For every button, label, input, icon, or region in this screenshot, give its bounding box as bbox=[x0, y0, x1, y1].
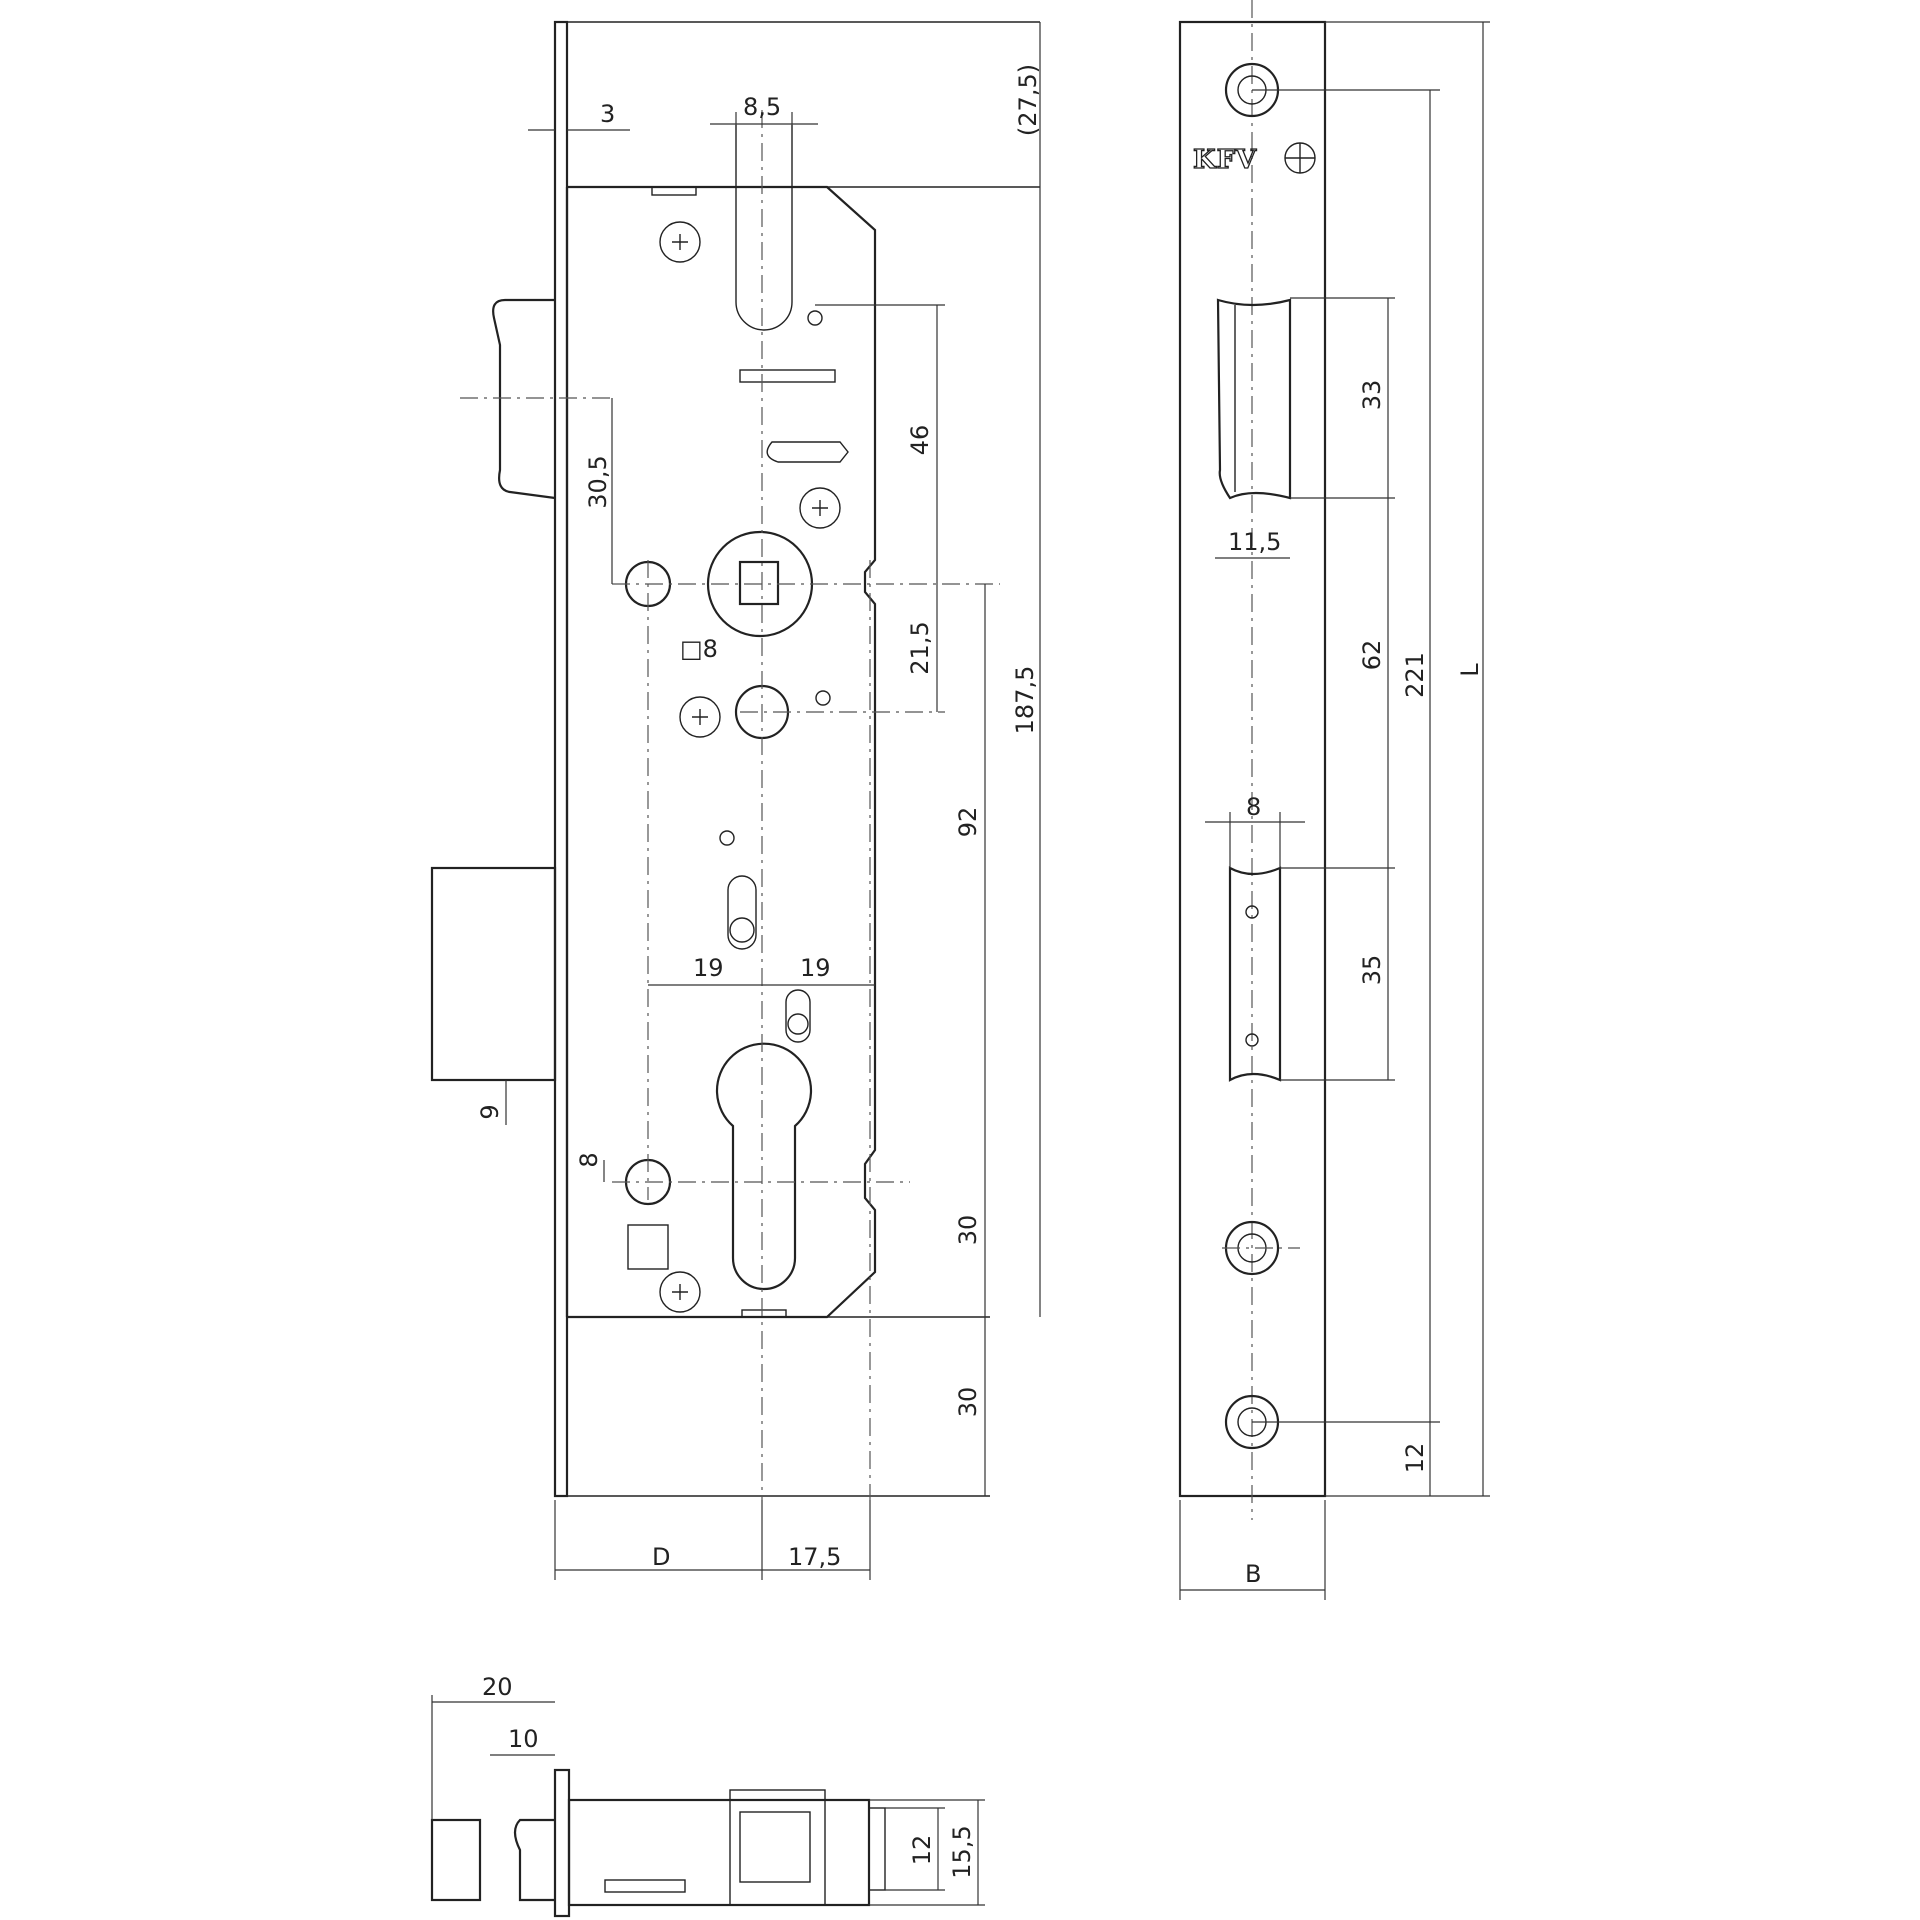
front-view: 3 8,5 (27,5) 30,5 46 21,5 □8 187,5 92 19… bbox=[430, 20, 1042, 1580]
dim-label: 92 bbox=[954, 807, 982, 838]
screw-icon bbox=[659, 1271, 701, 1313]
dim-label: 19 bbox=[693, 954, 724, 982]
follower-slot bbox=[735, 125, 793, 331]
dim-label: 62 bbox=[1358, 640, 1386, 671]
side-bolt bbox=[430, 1818, 482, 1902]
crosshair-icon bbox=[1284, 142, 1316, 174]
dim-label: 19 bbox=[800, 954, 831, 982]
screw-icon bbox=[799, 487, 841, 529]
dim-label: 21,5 bbox=[906, 621, 934, 674]
dim-label: 8,5 bbox=[743, 93, 781, 121]
side-case bbox=[567, 1798, 871, 1907]
slot bbox=[785, 989, 811, 1043]
bolt-pin bbox=[1245, 1033, 1259, 1047]
side-step bbox=[868, 1807, 886, 1891]
dim-label: 30 bbox=[954, 1387, 982, 1418]
screw-icon bbox=[659, 221, 701, 263]
dim-label: (27,5) bbox=[1014, 64, 1042, 136]
dim-label: 8 bbox=[1246, 793, 1261, 821]
square-spindle bbox=[738, 560, 780, 606]
dim-label: 17,5 bbox=[788, 1543, 841, 1571]
forend-view: KFV 33 bbox=[1178, 0, 1490, 1600]
dim-label: 11,5 bbox=[1228, 528, 1281, 556]
dead-bolt bbox=[430, 866, 557, 1082]
dim-label: □8 bbox=[680, 635, 718, 663]
dim-label: 187,5 bbox=[1011, 666, 1039, 735]
side-forend bbox=[553, 1768, 571, 1918]
dim-label: 30,5 bbox=[584, 455, 612, 508]
side-block bbox=[739, 1811, 811, 1883]
case-tab bbox=[627, 1224, 669, 1270]
dim-label: 8 bbox=[575, 1152, 603, 1167]
latch-opening bbox=[1216, 298, 1292, 500]
dim-label: 33 bbox=[1358, 380, 1386, 411]
spring-marker bbox=[739, 369, 836, 383]
lever bbox=[766, 441, 849, 463]
brand-logo: KFV bbox=[1193, 145, 1257, 175]
slot-pin bbox=[787, 1013, 809, 1035]
dim-label: 12 bbox=[908, 1835, 936, 1866]
slot-pin bbox=[729, 917, 755, 943]
dim-label: D bbox=[652, 1543, 670, 1571]
dim-label: L bbox=[1456, 663, 1484, 677]
pin-hole bbox=[719, 830, 735, 846]
side-latch bbox=[513, 1818, 555, 1902]
dim-label: B bbox=[1245, 1560, 1261, 1588]
side-view: 20 10 12 15,5 bbox=[430, 1673, 985, 1918]
forend-plate bbox=[553, 20, 569, 1498]
dim-label: 3 bbox=[600, 100, 615, 128]
dim-label: 20 bbox=[482, 1673, 513, 1701]
dim-label: 15,5 bbox=[948, 1825, 976, 1878]
bolt-pin bbox=[1245, 905, 1259, 919]
pin-hole bbox=[807, 310, 823, 326]
side-tab bbox=[604, 1879, 686, 1893]
dim-label: 221 bbox=[1401, 652, 1429, 698]
cylinder-cutout bbox=[715, 1042, 813, 1291]
dim-label: 35 bbox=[1358, 955, 1386, 986]
pin-hole bbox=[815, 690, 831, 706]
cylinder-marker bbox=[741, 1309, 787, 1318]
slot bbox=[727, 875, 757, 950]
dim-label: 10 bbox=[508, 1725, 539, 1753]
dim-label: 46 bbox=[906, 425, 934, 456]
lock-case-outline bbox=[567, 185, 877, 1319]
bolt-opening bbox=[1228, 866, 1282, 1082]
screw-icon bbox=[679, 696, 721, 738]
dim-label: 12 bbox=[1401, 1443, 1429, 1474]
case-marker bbox=[651, 186, 697, 196]
latch-bolt bbox=[492, 298, 556, 500]
dim-label: 9 bbox=[476, 1104, 504, 1119]
dim-label: 30 bbox=[954, 1215, 982, 1246]
side-mechanism bbox=[729, 1789, 826, 1906]
